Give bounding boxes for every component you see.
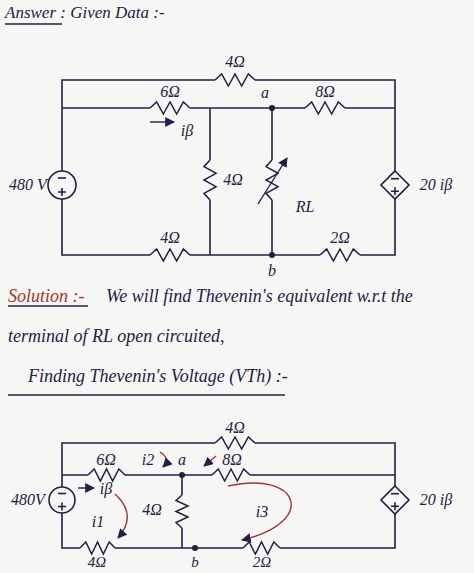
- dependent-source: [381, 171, 409, 199]
- node-label: a: [178, 452, 186, 468]
- resistance-value: 4Ω: [225, 420, 245, 436]
- plus-sign: [391, 187, 399, 195]
- resistor-symbol: [266, 160, 278, 200]
- wire-gap: [215, 440, 255, 446]
- current-label: i1: [92, 514, 104, 530]
- resistance-value: 2Ω: [253, 555, 271, 570]
- source-value: 480 V: [9, 177, 47, 193]
- resistor-symbol: [243, 542, 280, 554]
- resistance-value: 6Ω: [96, 452, 116, 468]
- wire-gap: [207, 160, 213, 200]
- resistance-value: 8Ω: [222, 452, 242, 468]
- wire-gap: [243, 545, 280, 551]
- resistor-symbol: [320, 249, 360, 261]
- resistor-symbol: [176, 495, 188, 528]
- source-value: 20 iβ: [420, 177, 452, 193]
- resistor-symbol: [305, 102, 345, 114]
- mesh-current: [160, 452, 166, 467]
- load-label: RL: [296, 199, 315, 215]
- minus-sign: [391, 178, 399, 180]
- mesh-current: [228, 483, 291, 540]
- underline: [8, 394, 285, 396]
- section-heading: Finding Thevenin's Voltage (VTh) :-: [28, 367, 288, 385]
- resistor-symbol: [150, 102, 190, 114]
- resistor-symbol: [215, 74, 255, 86]
- underline: [8, 305, 88, 307]
- section-heading: Solution :-: [8, 287, 85, 305]
- wire-gap: [150, 252, 190, 258]
- resistor-symbol: [88, 469, 125, 481]
- resistance-value: 4Ω: [225, 54, 245, 70]
- wire-gap: [150, 105, 190, 111]
- node-label: b: [191, 555, 199, 570]
- resistance-value: 4Ω: [88, 555, 106, 570]
- resistor-symbol: [215, 437, 255, 449]
- mesh-current: [204, 456, 216, 466]
- resistance-value: 2Ω: [330, 230, 350, 246]
- mesh-current: [115, 494, 127, 538]
- wire-gap: [215, 77, 255, 83]
- resistance-value: 4Ω: [142, 502, 162, 518]
- wire-gap: [88, 472, 125, 478]
- node-dot: [269, 252, 275, 258]
- wire-gap: [212, 472, 250, 478]
- node-label: b: [268, 263, 276, 279]
- node-dot: [192, 545, 198, 551]
- resistor-symbol: [212, 469, 250, 481]
- current-label: i3: [256, 504, 268, 520]
- wire-gap: [305, 105, 345, 111]
- resistor-symbol: [204, 160, 216, 200]
- resistance-value: 4Ω: [223, 172, 243, 188]
- plus-sign: [58, 188, 66, 196]
- current-label: i2: [142, 452, 154, 468]
- resistor-symbol: [150, 249, 190, 261]
- current-arrow: [78, 487, 94, 488]
- dependent-source: [381, 486, 409, 514]
- source-value: 20 iβ: [420, 492, 452, 508]
- current-arrow: [150, 121, 174, 122]
- minus-sign: [391, 493, 399, 495]
- node-dot: [179, 472, 185, 478]
- resistance-value: 8Ω: [315, 84, 335, 100]
- resistance-value: 6Ω: [160, 84, 180, 100]
- voltage-source: [48, 171, 76, 199]
- resistor-symbol: [80, 542, 115, 554]
- voltage-source: [49, 487, 75, 513]
- wire-gap: [80, 545, 115, 551]
- node-dot: [269, 105, 275, 111]
- variable-arrow: [258, 158, 287, 204]
- minus-sign: [58, 177, 66, 179]
- note: We will find Thevenin's equivalent w.r.t…: [8, 276, 463, 356]
- current-label: iβ: [100, 481, 112, 497]
- current-label: iβ: [181, 123, 193, 139]
- source-value: 480V: [11, 492, 45, 508]
- wire: [62, 80, 395, 255]
- plus-sign: [391, 502, 399, 510]
- resistance-value: 4Ω: [160, 230, 180, 246]
- wire: [62, 443, 395, 548]
- node-label: a: [261, 85, 269, 101]
- wire-gap: [320, 252, 360, 258]
- minus-sign: [58, 493, 66, 495]
- wire-gap: [269, 160, 275, 200]
- underline: [5, 23, 62, 25]
- wire-gap: [179, 495, 185, 528]
- plus-sign: [58, 503, 66, 511]
- heading: Answer : Given Data :-: [5, 4, 165, 21]
